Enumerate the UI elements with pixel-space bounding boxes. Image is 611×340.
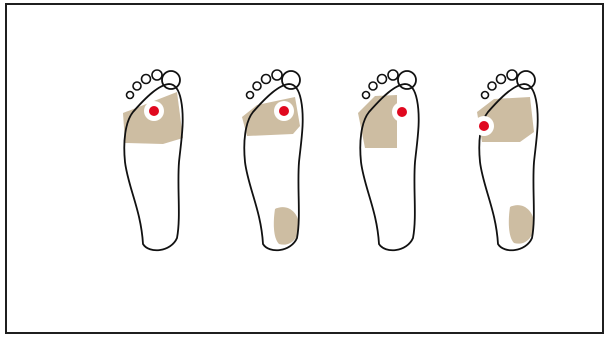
toe-outline [507, 70, 517, 80]
toe-outline [262, 75, 271, 84]
toe-outline [363, 92, 370, 99]
toe-outline [497, 75, 506, 84]
big-toe-outline [517, 71, 535, 89]
toe-outline [272, 70, 282, 80]
toe-outline [488, 82, 496, 90]
toe-outline [127, 92, 134, 99]
heel-zone [274, 207, 299, 245]
big-toe-outline [162, 71, 180, 89]
toe-outline [142, 75, 151, 84]
pressure-point-marker [149, 106, 159, 116]
toe-outline [133, 82, 141, 90]
toe-outline [369, 82, 377, 90]
pressure-point-marker [397, 107, 407, 117]
toe-outline [152, 70, 162, 80]
toe-outline [378, 75, 387, 84]
toe-outline [253, 82, 261, 90]
toe-outline [247, 92, 254, 99]
heel-zone [509, 205, 534, 244]
toe-outline [388, 70, 398, 80]
foot-diagram-1 [113, 62, 195, 252]
big-toe-outline [282, 71, 300, 89]
toe-outline [482, 92, 489, 99]
pressure-point-marker [479, 121, 489, 131]
pressure-point-marker [279, 106, 289, 116]
big-toe-outline [398, 71, 416, 89]
foot-diagram-3 [349, 62, 431, 252]
foot-diagram-4 [468, 62, 550, 252]
foot-diagram-2 [233, 62, 315, 252]
